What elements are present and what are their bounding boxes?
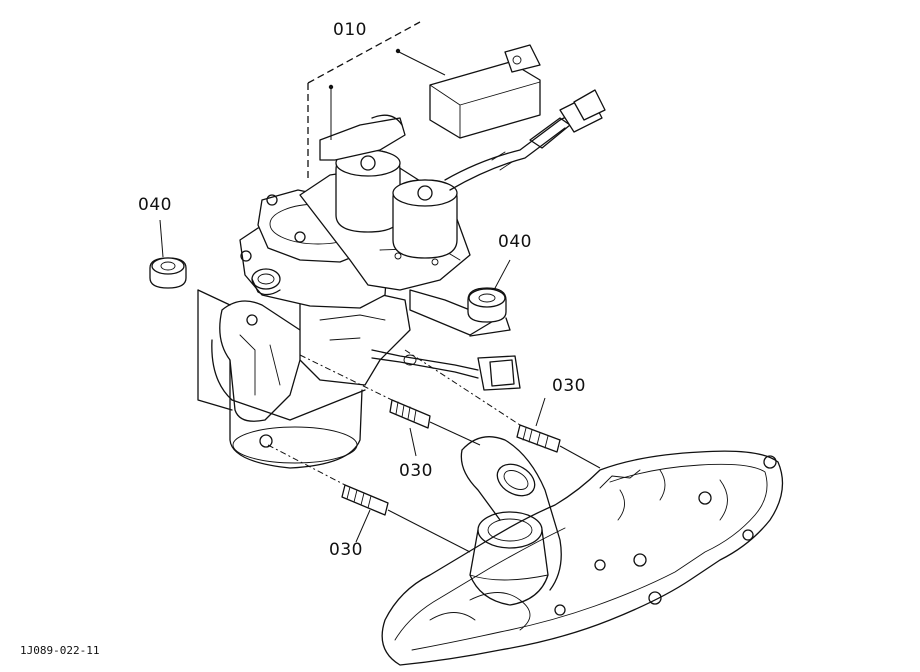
part-010-controller [307, 21, 541, 180]
drawing-code: 1J089-022-11 [20, 644, 100, 657]
part-030-stud-lower [341, 484, 471, 553]
part-040-nut-left [149, 219, 233, 411]
callout-040-left: 040 [138, 195, 172, 215]
egr-valve-assembly [211, 104, 591, 469]
harness-connector-upper [559, 89, 606, 133]
callout-040-right: 040 [498, 232, 532, 252]
part-030-stud-upper [389, 399, 481, 457]
callout-030-lower: 030 [329, 540, 363, 560]
part-040-nut-right [467, 259, 511, 337]
callout-030-middle: 030 [399, 461, 433, 481]
exhaust-manifold [381, 436, 784, 666]
harness-connector-lower [371, 349, 521, 391]
part-030-stud-right [516, 397, 601, 469]
callout-030-right: 030 [552, 376, 586, 396]
callout-010: 010 [333, 20, 367, 40]
